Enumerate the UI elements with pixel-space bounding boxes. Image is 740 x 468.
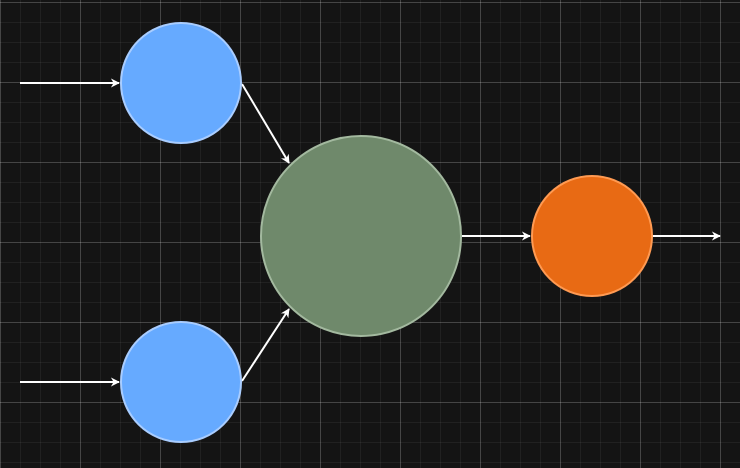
edge-bottom-to-hidden [241,308,290,382]
output-node[interactable] [531,175,653,297]
edge-top-to-hidden [241,83,290,164]
hidden-node[interactable] [260,135,462,337]
input-node-bottom[interactable] [120,321,242,443]
input-node-top[interactable] [120,22,242,144]
